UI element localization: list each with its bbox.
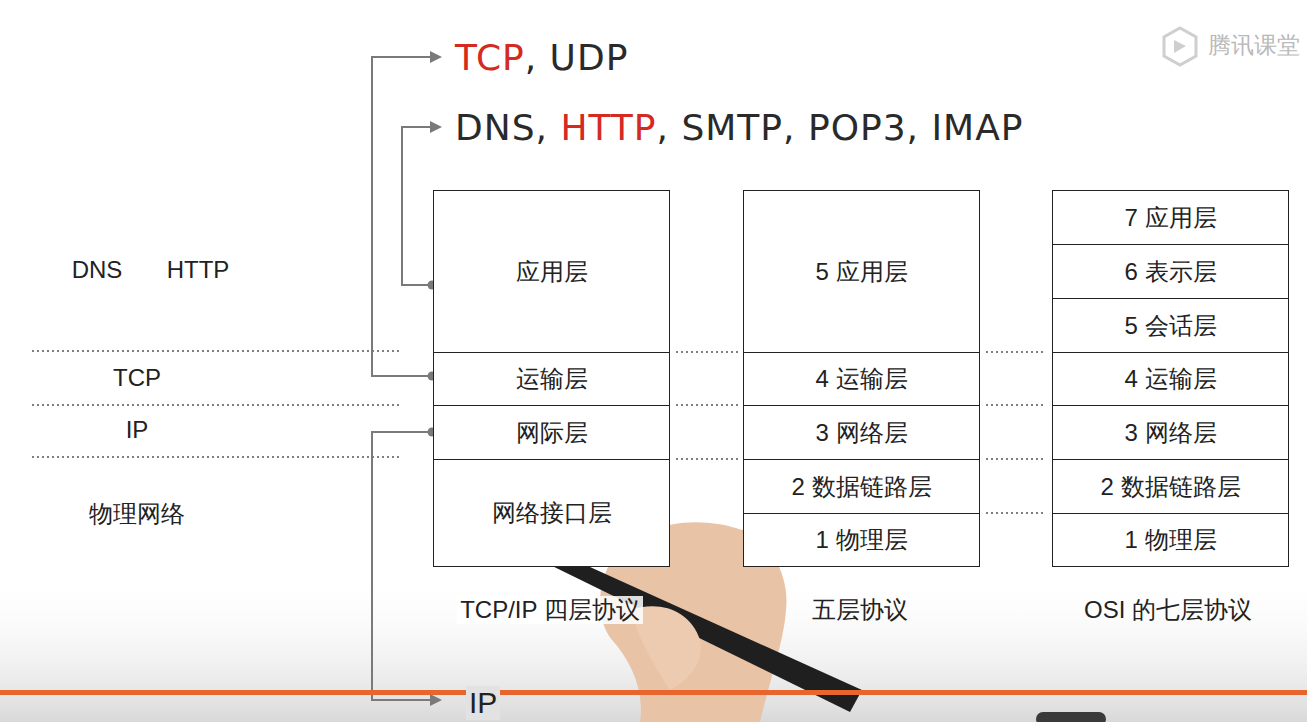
layer-protocol: 物理网络 [89,500,185,528]
layer-box: 3 网络层 [743,405,980,460]
protocol-name: TCP [455,37,525,78]
layer-box: 网络接口层 [433,459,670,567]
layer-name: 应用层 [516,256,588,288]
layer-protocol: IP [126,416,149,444]
layer-box: 1 物理层 [743,513,980,567]
protocol-name: IP [466,686,500,721]
layer-name: 网络接口层 [492,497,612,529]
layer-box: 2 数据链路层 [1052,459,1289,514]
bracket-leaders [372,57,434,700]
layer-name: 4 运输层 [815,363,907,395]
layer-name: 1 物理层 [1124,524,1216,556]
layer-name: 5 应用层 [815,256,907,288]
layer-box: 3 网络层 [1052,405,1289,460]
layer-name: 3 网络层 [1124,417,1216,449]
layer-box: 应用层 [433,190,670,353]
layer-protocol: DNS [72,256,123,284]
layer-name: 6 表示层 [1124,256,1216,288]
layer-name: 5 会话层 [1124,310,1216,342]
column-caption: 五层协议 [812,596,908,624]
layer-box: 4 运输层 [743,352,980,406]
protocol-list: DNS, HTTP, SMTP, POP3, IMAP [455,107,1023,148]
layer-name: 7 应用层 [1124,202,1216,234]
protocol-name: DNS, [455,107,560,148]
protocol-name: HTTP [560,107,656,148]
layer-box: 5 会话层 [1052,298,1289,353]
protocol-name: , UDP [525,37,629,78]
layer-name: 网际层 [516,417,588,449]
layer-box: 运输层 [433,352,670,406]
layer-box: 6 表示层 [1052,244,1289,299]
player-control [1036,712,1106,722]
layer-name: 2 数据链路层 [791,471,931,503]
protocol-name: , SMTP, POP3, IMAP [657,107,1024,148]
layer-protocol: HTTP [167,256,230,284]
layer-name: 2 数据链路层 [1100,471,1240,503]
layer-name: 1 物理层 [815,524,907,556]
progress-bar [0,690,1307,695]
layer-protocol: TCP [113,364,161,392]
layer-box: 5 应用层 [743,190,980,353]
layer-name: 运输层 [516,363,588,395]
column-caption: OSI 的七层协议 [1084,596,1252,624]
layer-name: 3 网络层 [815,417,907,449]
layer-box: 网际层 [433,405,670,460]
layer-box: 1 物理层 [1052,513,1289,567]
column-caption: TCP/IP 四层协议 [457,596,643,624]
layer-box: 7 应用层 [1052,190,1289,245]
watermark: 腾讯课堂 [1208,32,1300,58]
layer-name: 4 运输层 [1124,363,1216,395]
watermark-logo [1164,28,1196,65]
layer-box: 2 数据链路层 [743,459,980,514]
protocol-list: TCP, UDP [455,37,628,78]
layer-box: 4 运输层 [1052,352,1289,406]
